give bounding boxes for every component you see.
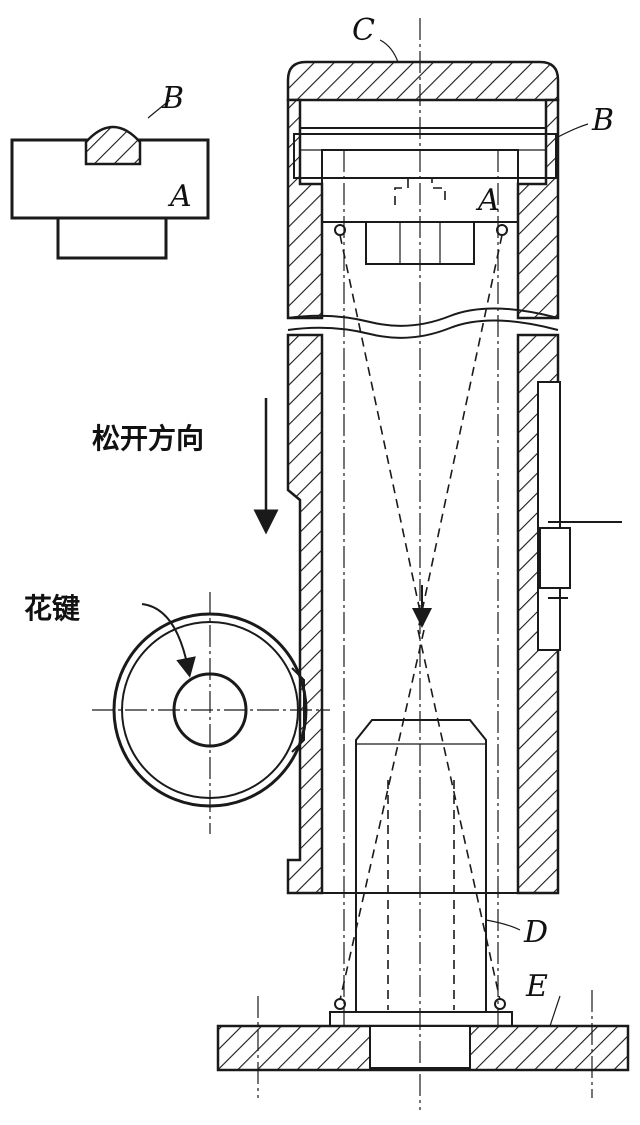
- label-base-e: E: [525, 969, 548, 1004]
- cap-c: [286, 60, 560, 102]
- spline-wheel: [92, 592, 330, 834]
- tube-left-wall-top: [286, 98, 324, 320]
- base-plate-e: [216, 990, 630, 1098]
- base-e-leader: [549, 995, 561, 1027]
- inset-detail: B A: [10, 81, 210, 260]
- ray-right-down: [417, 234, 503, 631]
- break-line-bottom: [287, 319, 559, 339]
- ray-left-down: [339, 234, 425, 631]
- ray-left-lower: [339, 629, 425, 1001]
- spline-leader-arrow: [141, 603, 196, 678]
- wheel-tube-contact: [291, 667, 305, 753]
- cap-inner-recess: [299, 99, 547, 129]
- cap-c-leader: [379, 39, 399, 63]
- label-ring-b: B: [591, 103, 614, 138]
- tube-left-wall-lower: [286, 333, 324, 895]
- tube-lower-section: [286, 333, 622, 895]
- label-mirror-a: A: [475, 183, 500, 218]
- retaining-ring-b: [293, 133, 557, 179]
- inset-ball-b: [84, 125, 142, 166]
- tube-top-section: [286, 60, 560, 339]
- break-line-top: [287, 307, 559, 327]
- objective-body: [355, 719, 487, 1013]
- inset-label-a: A: [167, 179, 192, 214]
- ray-right-lower: [417, 629, 501, 1001]
- label-cap-c: C: [352, 13, 375, 48]
- adjust-screw-slot: [537, 381, 561, 651]
- adjust-screw: [539, 527, 571, 589]
- ball-left-bottom: [334, 998, 346, 1010]
- optical-paths: [339, 18, 503, 1110]
- inset-block-base: [56, 216, 168, 260]
- tube-right-wall-top: [516, 98, 560, 320]
- ball-right-bottom: [494, 998, 506, 1010]
- inset-leader-b: [147, 99, 171, 119]
- objective-lens-d: [329, 719, 513, 1027]
- objective-flange: [329, 1011, 513, 1027]
- loosen-direction-text: 松开方向: [92, 422, 204, 455]
- ring-b-leader: [555, 123, 589, 139]
- inset-label-b: B: [161, 81, 184, 116]
- objective-d-leader: [485, 919, 521, 931]
- spline-label: 花键: [24, 592, 80, 625]
- label-objective-d: D: [523, 915, 548, 950]
